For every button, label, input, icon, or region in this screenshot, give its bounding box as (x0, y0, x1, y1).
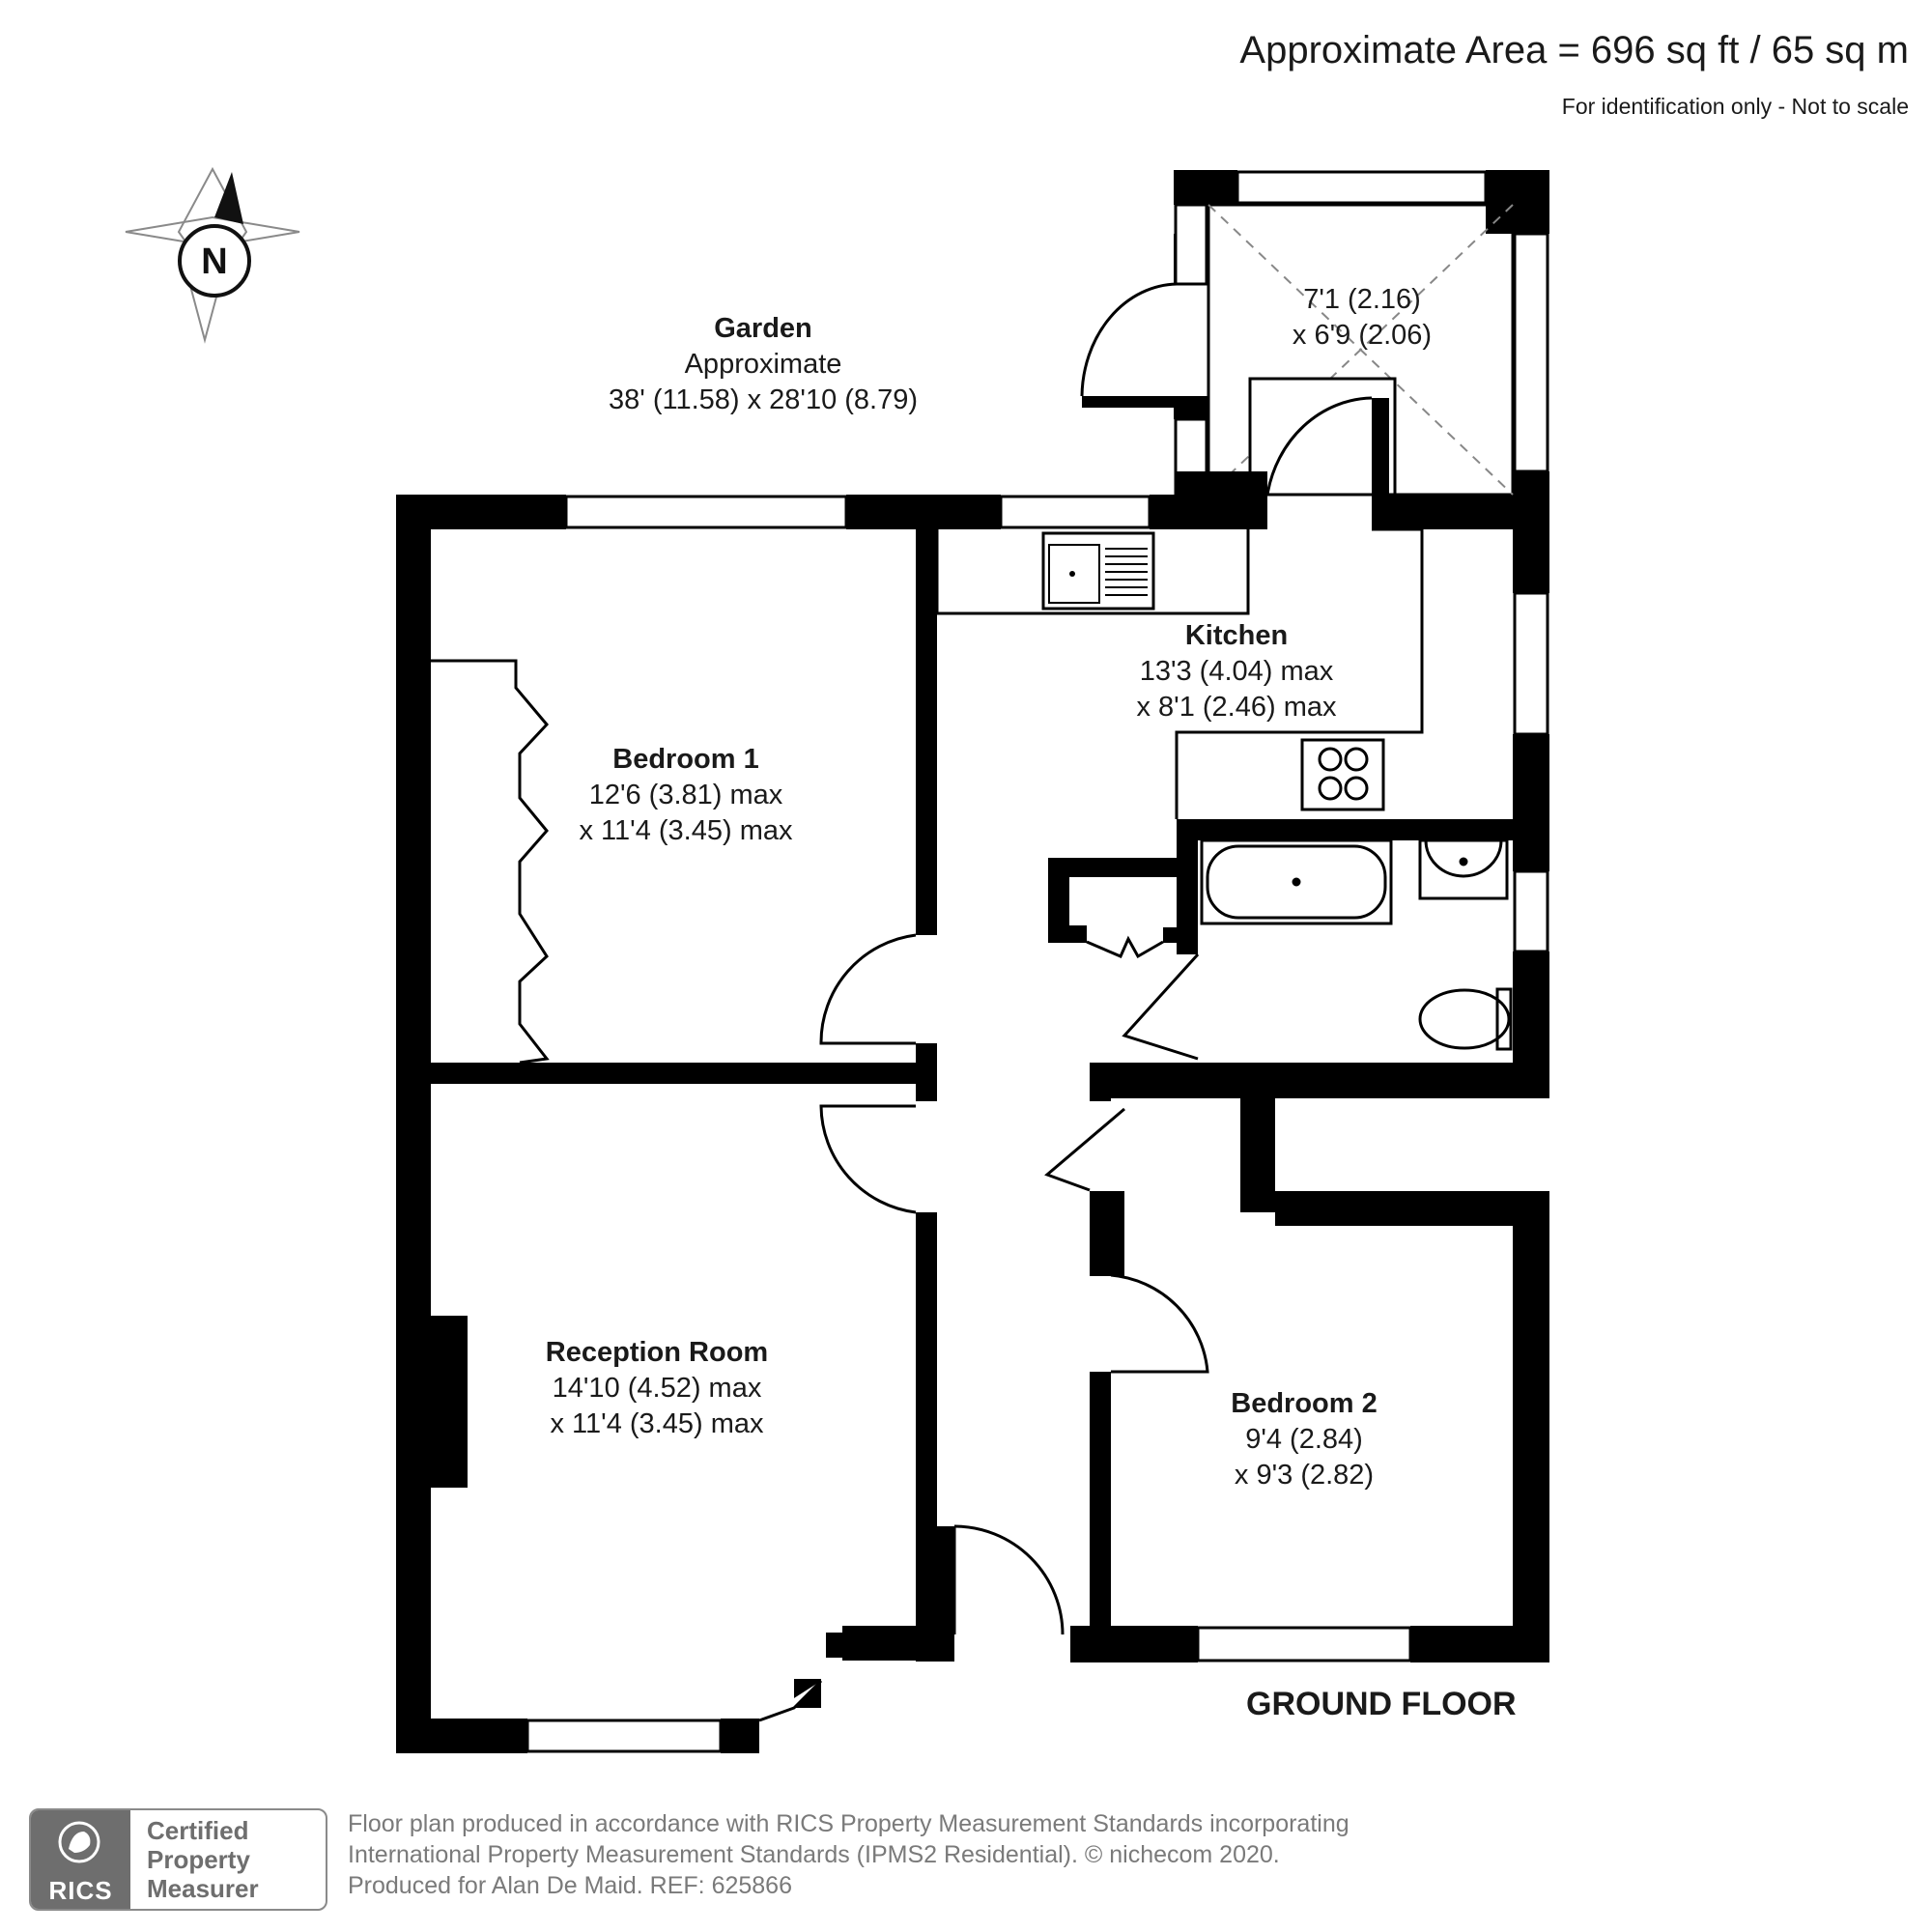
kitchen-name: Kitchen (1184, 620, 1289, 651)
rics-logo-text: RICS (48, 1876, 113, 1905)
rics-certification: Certified Property Measurer (147, 1816, 259, 1903)
bedroom2-dim2: x 9'3 (2.82) (1234, 1460, 1375, 1491)
rics-cert-line2: Property (147, 1845, 250, 1874)
garden-label: Garden Approximate 38' (11.58) x 28'10 (… (541, 311, 985, 418)
kitchen-dim2: x 8'1 (2.46) max (1136, 692, 1337, 723)
compass: N (125, 166, 300, 344)
kitchen-hob (1300, 738, 1385, 811)
reception-label: Reception Room 14'10 (4.52) max x 11'4 (… (502, 1335, 811, 1442)
walls (396, 170, 1549, 1753)
conservatory-walls (1177, 398, 1389, 529)
kitchen-dim1: 13'3 (4.04) max (1139, 656, 1334, 687)
floor-label: GROUND FLOOR (1246, 1686, 1517, 1722)
rics-logo: RICS (31, 1810, 130, 1909)
bedroom1-dim2: x 11'4 (3.45) max (579, 815, 793, 846)
garden-name: Garden (714, 313, 812, 344)
bedroom2-name: Bedroom 2 (1231, 1388, 1378, 1419)
north-pointer (214, 172, 243, 224)
reception-name: Reception Room (545, 1337, 769, 1368)
conservatory-dim2: x 6'9 (2.06) (1292, 320, 1433, 351)
garden-dimensions: 38' (11.58) x 28'10 (8.79) (608, 384, 919, 415)
bedroom1-dim1: 12'6 (3.81) max (588, 780, 783, 810)
bedroom1-name: Bedroom 1 (612, 744, 759, 775)
rics-cert-line1: Certified (147, 1816, 249, 1845)
bedroom2-label: Bedroom 2 9'4 (2.84) x 9'3 (2.82) (1188, 1386, 1420, 1493)
scale-note: For identification only - Not to scale (1561, 94, 1909, 119)
wardrobe (431, 659, 550, 1065)
footer: RICS Certified Property Measurer Floor p… (29, 1808, 1913, 1915)
footer-line1: Floor plan produced in accordance with R… (348, 1810, 1350, 1837)
conservatory-dim1: 7'1 (2.16) (1303, 284, 1421, 315)
kitchen-sink (1041, 531, 1155, 611)
north-letter: N (201, 242, 227, 282)
footer-disclaimer: Floor plan produced in accordance with R… (348, 1808, 1350, 1901)
kitchen-label: Kitchen 13'3 (4.04) max x 8'1 (2.46) max (1092, 618, 1381, 725)
garden-approx: Approximate (684, 349, 842, 380)
lion-icon (58, 1821, 100, 1863)
approximate-area: Approximate Area = 696 sq ft / 65 sq m (1239, 29, 1909, 71)
kitchen-worktops (935, 529, 1424, 819)
reception-dim1: 14'10 (4.52) max (552, 1373, 762, 1404)
bathroom-fixtures (1200, 838, 1513, 1051)
doors (819, 282, 1373, 1635)
rics-cert-line3: Measurer (147, 1874, 259, 1903)
bedroom1-label: Bedroom 1 12'6 (3.81) max x 11'4 (3.45) … (541, 742, 831, 849)
conservatory-label: 7'1 (2.16) x 6'9 (2.06) (1246, 282, 1478, 354)
rics-badge: RICS Certified Property Measurer (29, 1808, 327, 1911)
footer-line2: International Property Measurement Stand… (348, 1841, 1280, 1868)
bedroom2-dim1: 9'4 (2.84) (1245, 1424, 1363, 1455)
footer-line3: Produced for Alan De Maid. REF: 625866 (348, 1872, 792, 1899)
reception-dim2: x 11'4 (3.45) max (550, 1408, 764, 1439)
windows (526, 170, 1549, 1753)
